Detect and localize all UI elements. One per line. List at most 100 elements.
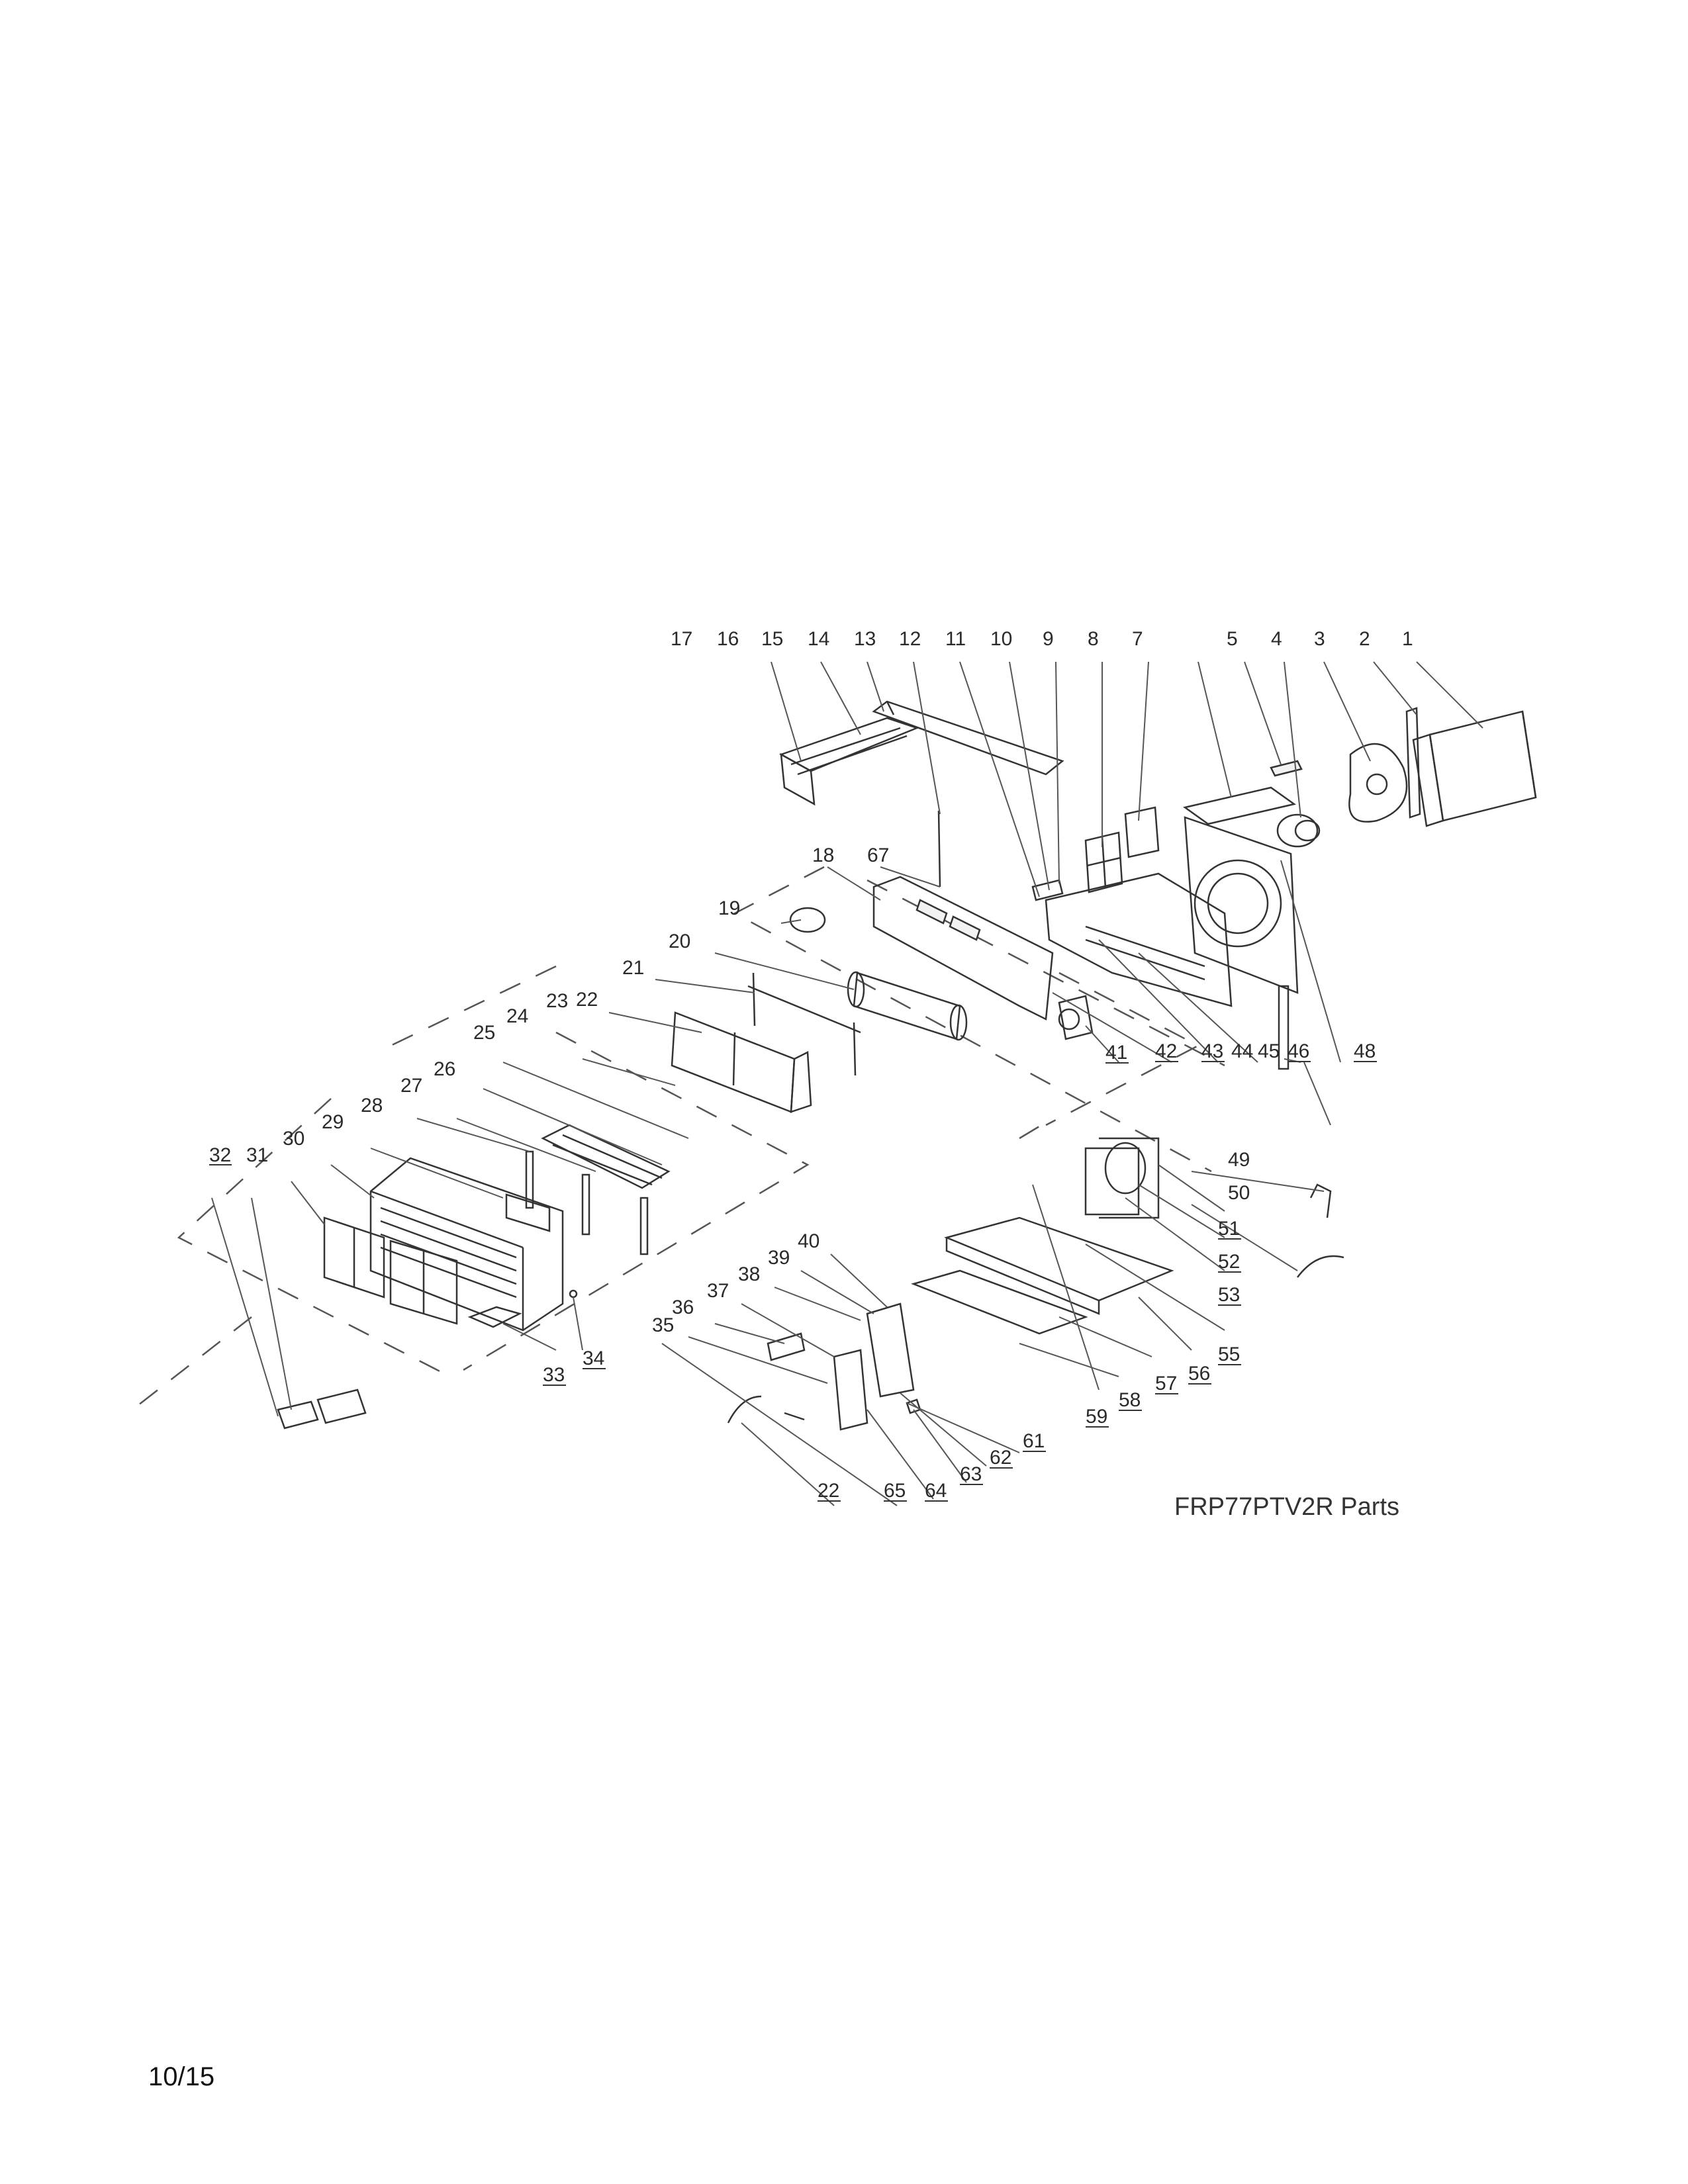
callout-1: 1: [1402, 628, 1413, 650]
callout-67: 67: [867, 844, 889, 866]
panel-drawing: [1124, 806, 1160, 858]
callout-25: 25: [473, 1022, 495, 1044]
callout-12: 12: [899, 628, 921, 650]
callout-21: 21: [622, 957, 644, 979]
wire-grille-drawing: [541, 1124, 671, 1189]
cord-drawing: [1297, 1255, 1344, 1278]
callout-48: 48: [1354, 1040, 1376, 1062]
callout-11: 11: [945, 628, 966, 650]
rod-middle-drawing: [581, 1173, 590, 1236]
blower-motor-drawing: [1058, 995, 1094, 1040]
callout-29: 29: [322, 1111, 344, 1133]
callout-4: 4: [1271, 628, 1282, 650]
louvered-grille-drawing: [778, 717, 919, 806]
heater-drawing: [1278, 985, 1289, 1070]
motor-cap-drawing: [789, 907, 826, 933]
callout-32: 32: [209, 1144, 231, 1166]
blower-housing-drawing: [872, 876, 1054, 1021]
wire-harness-drawing: [784, 1412, 805, 1421]
callout-35: 35: [652, 1314, 674, 1336]
callout-7: 7: [1132, 628, 1143, 650]
callout-24: 24: [506, 1005, 528, 1027]
callout-37: 37: [707, 1280, 729, 1302]
callout-36: 36: [672, 1297, 694, 1318]
evaporator-coil-drawing: [671, 1011, 812, 1113]
callout-39: 39: [768, 1247, 790, 1269]
callout-65: 65: [884, 1480, 906, 1502]
callout-38: 38: [738, 1263, 760, 1285]
diagram-title: FRP77PTV2R Parts: [1174, 1493, 1399, 1521]
top-plate-drawing: [872, 700, 1064, 776]
callout-23: 23: [546, 990, 568, 1012]
callout-59: 59: [1086, 1406, 1107, 1428]
callout-55: 55: [1218, 1343, 1240, 1365]
side-plate-drawing: [1405, 707, 1421, 819]
fan-shroud-drawing: [1184, 816, 1299, 994]
callout-17: 17: [671, 628, 692, 650]
callout-46: 46: [1288, 1040, 1309, 1062]
callout-27: 27: [400, 1075, 422, 1097]
base-pan-drawing: [911, 1216, 1174, 1335]
callout-42: 42: [1155, 1040, 1177, 1062]
callout-10: 10: [990, 628, 1012, 650]
callout-58: 58: [1119, 1389, 1141, 1411]
condenser-coil-drawing: [1412, 710, 1537, 827]
callout-31: 31: [246, 1144, 268, 1166]
fan-blade-drawing: [1348, 743, 1408, 823]
callout-49: 49: [1228, 1149, 1250, 1171]
callout-30: 30: [283, 1128, 305, 1150]
small-parts-drawing: [1031, 879, 1064, 901]
callout-28: 28: [361, 1095, 383, 1116]
callout-14: 14: [808, 628, 829, 650]
compressor-drawing: [1084, 1137, 1160, 1219]
callout-53: 53: [1218, 1284, 1240, 1306]
front-cover-drawing: [369, 1157, 564, 1332]
callout-50: 50: [1228, 1182, 1250, 1204]
callout-45: 45: [1258, 1040, 1280, 1062]
explosion-guide-lines: [132, 866, 1225, 1410]
bracket-drawing: [1270, 760, 1303, 777]
heater-element-drawing: [937, 810, 941, 887]
remote-control-drawing: [277, 1400, 319, 1430]
callout-5: 5: [1227, 628, 1238, 650]
callout-underlines: [209, 1061, 1377, 1502]
callout-64: 64: [925, 1480, 947, 1502]
callout-13: 13: [854, 628, 876, 650]
callout-9: 9: [1043, 628, 1054, 650]
callout-labels: 1 2 3 4 5 7 8 9 10 11 12 13 14 15 16 17 …: [209, 628, 1413, 1502]
callout-3: 3: [1314, 628, 1325, 650]
callout-63: 63: [960, 1463, 982, 1485]
callout-44: 44: [1231, 1040, 1253, 1062]
callout-34: 34: [583, 1347, 604, 1369]
frame-drawing: [747, 972, 861, 1076]
control-panel-drawing: [316, 1388, 367, 1424]
control-box-drawing: [767, 1302, 915, 1431]
callout-8: 8: [1088, 628, 1099, 650]
callout-19: 19: [718, 897, 740, 919]
bulkhead-drawing: [1045, 872, 1233, 1007]
callout-2: 2: [1359, 628, 1370, 650]
callout-62: 62: [990, 1447, 1011, 1469]
callout-33: 33: [543, 1364, 565, 1386]
callout-26: 26: [434, 1058, 455, 1080]
screw-drawing: [569, 1289, 578, 1298]
part-drawings: [277, 700, 1537, 1431]
filter-door-drawing: [467, 1306, 522, 1328]
callout-57: 57: [1155, 1373, 1177, 1394]
callout-16: 16: [717, 628, 739, 650]
callout-43: 43: [1201, 1040, 1223, 1062]
fan-motor-drawing: [1276, 813, 1321, 848]
page-number: 10/15: [148, 2062, 215, 2091]
filters-drawing: [323, 1216, 458, 1325]
leader-lines: [211, 661, 1483, 1506]
callout-15: 15: [761, 628, 783, 650]
blower-wheel-drawing: [847, 971, 968, 1041]
callout-52: 52: [1218, 1251, 1240, 1273]
callout-20: 20: [669, 931, 690, 952]
shroud-top-drawing: [1183, 786, 1296, 825]
callout-41: 41: [1105, 1042, 1127, 1064]
tube-drawing: [1309, 1183, 1332, 1218]
callout-18: 18: [812, 844, 834, 866]
callout-51: 51: [1218, 1218, 1240, 1240]
callout-56: 56: [1188, 1363, 1210, 1385]
